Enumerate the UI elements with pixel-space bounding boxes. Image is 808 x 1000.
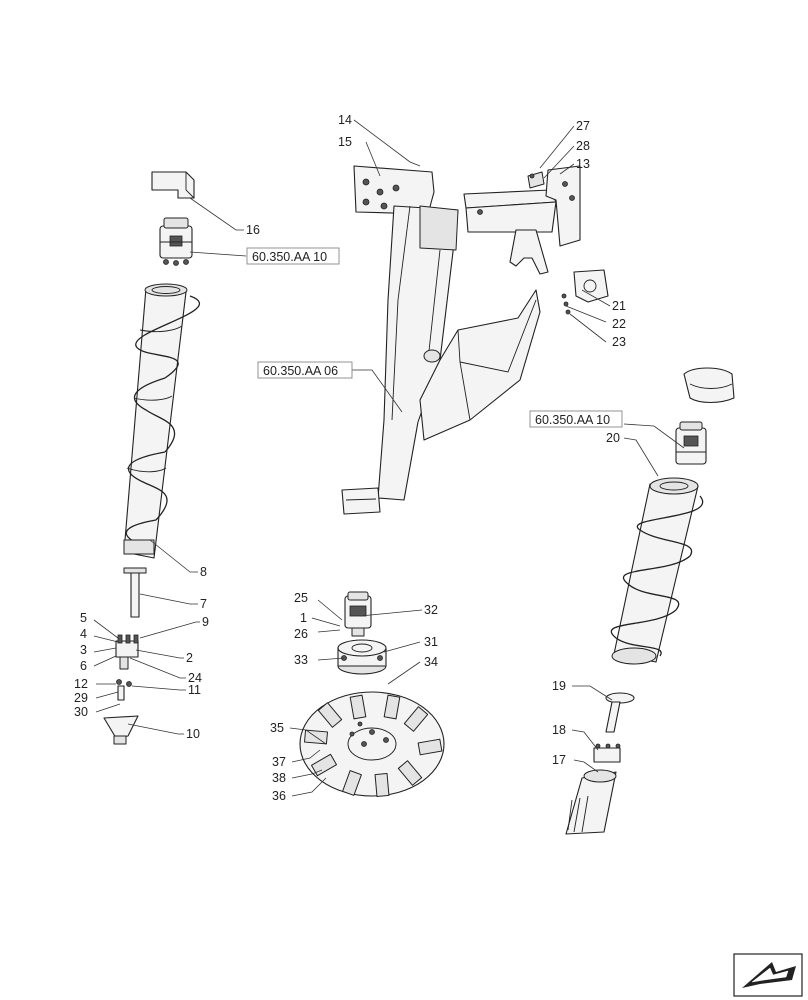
callout-2: 2 [186, 651, 193, 665]
callout-24: 24 [188, 671, 202, 685]
callout-23: 23 [612, 335, 626, 349]
callout-26: 26 [294, 627, 308, 641]
small-parts-left [116, 679, 132, 701]
callout-38: 38 [272, 771, 286, 785]
callout-30: 30 [74, 705, 88, 719]
callout-27: 27 [576, 119, 590, 133]
callout-13: 13 [576, 157, 590, 171]
hub-assembly-left [115, 634, 139, 670]
part-17-cone [565, 769, 617, 835]
callout-10: 10 [186, 727, 200, 741]
reference-link-r2[interactable]: 60.350.AA 06 [257, 361, 353, 379]
callout-37: 37 [272, 755, 286, 769]
callout-36: 36 [272, 789, 286, 803]
callout-18: 18 [552, 723, 566, 737]
callout-6: 6 [80, 659, 87, 673]
reference-link-r1[interactable]: 60.350.AA 10 [246, 247, 340, 265]
cover-right [683, 367, 735, 404]
leader-lines [93, 119, 685, 797]
auger-left [123, 283, 201, 559]
callout-9: 9 [202, 615, 209, 629]
svg-text:60.350.AA 10: 60.350.AA 10 [252, 250, 327, 264]
callout-12: 12 [74, 677, 88, 691]
gearbox-left [159, 217, 193, 266]
part-7-shaft [123, 567, 147, 618]
callout-29: 29 [74, 691, 88, 705]
gearbox-center [344, 591, 372, 637]
part-18-hub [593, 743, 621, 763]
spreader-disc [299, 691, 445, 797]
part-10-funnel [103, 715, 139, 745]
callout-3: 3 [80, 643, 87, 657]
callout-21: 21 [612, 299, 626, 313]
callout-5: 5 [80, 611, 87, 625]
callout-7: 7 [200, 597, 207, 611]
callout-14: 14 [338, 113, 352, 127]
callout-8: 8 [200, 565, 207, 579]
callout-33: 33 [294, 653, 308, 667]
svg-text:60.350.AA 06: 60.350.AA 06 [263, 364, 338, 378]
callout-32: 32 [424, 603, 438, 617]
callout-19: 19 [552, 679, 566, 693]
callout-22: 22 [612, 317, 626, 331]
plate-21-assembly [561, 269, 609, 315]
auger-right [610, 477, 704, 665]
part-16-bracket [151, 171, 195, 199]
gearbox-right [675, 421, 707, 465]
frame-center [341, 165, 581, 515]
reference-link-r3[interactable]: 60.350.AA 10 [529, 410, 623, 428]
part-19-shaft [605, 692, 635, 733]
hub-31 [337, 639, 387, 675]
callout-25: 25 [294, 591, 308, 605]
callout-34: 34 [424, 655, 438, 669]
callout-11: 11 [188, 683, 201, 697]
arrow-left-icon[interactable] [733, 953, 803, 997]
callout-4: 4 [80, 627, 87, 641]
callout-28: 28 [576, 139, 590, 153]
svg-text:60.350.AA 10: 60.350.AA 10 [535, 413, 610, 427]
callout-1: 1 [300, 611, 307, 625]
callout-15: 15 [338, 135, 352, 149]
callout-16: 16 [246, 223, 260, 237]
callout-17: 17 [552, 753, 566, 767]
part-numbers: 16 8 7 9 5 4 3 6 2 24 12 29 30 11 10 14 … [74, 113, 626, 803]
callout-35: 35 [270, 721, 284, 735]
callout-31: 31 [424, 635, 438, 649]
callout-20: 20 [606, 431, 620, 445]
